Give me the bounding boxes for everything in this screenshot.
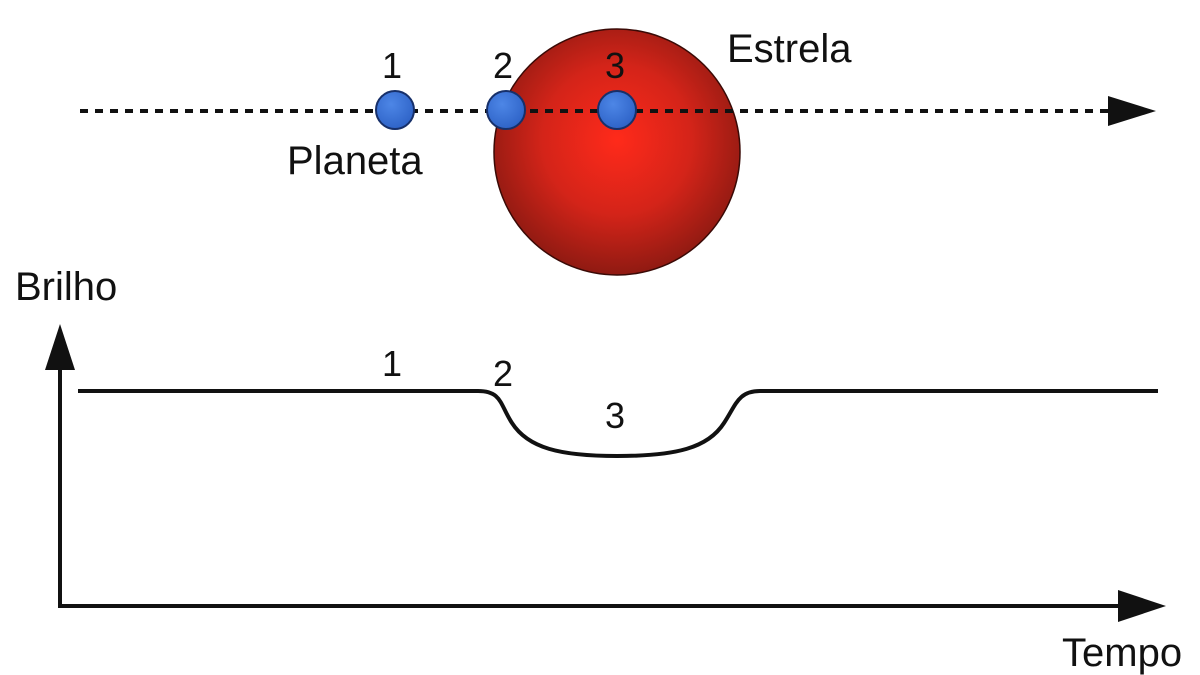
planet-position-3 xyxy=(597,90,637,130)
position-label-2: 2 xyxy=(493,45,513,86)
time-axis-label: Tempo xyxy=(1062,631,1182,675)
star xyxy=(493,28,741,276)
position-label-1: 1 xyxy=(382,45,402,86)
light-curve xyxy=(78,389,1158,459)
orbit-arrowhead xyxy=(1108,96,1156,126)
curve-label-2: 2 xyxy=(493,353,513,394)
curve-label-1: 1 xyxy=(382,343,402,384)
position-label-3: 3 xyxy=(605,45,625,86)
curve-label-3: 3 xyxy=(605,395,625,436)
time-axis-arrowhead xyxy=(1118,590,1166,622)
planet-position-2 xyxy=(486,90,526,130)
planet-label: Planeta xyxy=(287,139,423,183)
planet-position-1 xyxy=(375,90,415,130)
brightness-axis-arrowhead xyxy=(45,324,75,370)
brightness-axis-label: Brilho xyxy=(15,265,117,309)
star-label: Estrela xyxy=(727,27,852,71)
